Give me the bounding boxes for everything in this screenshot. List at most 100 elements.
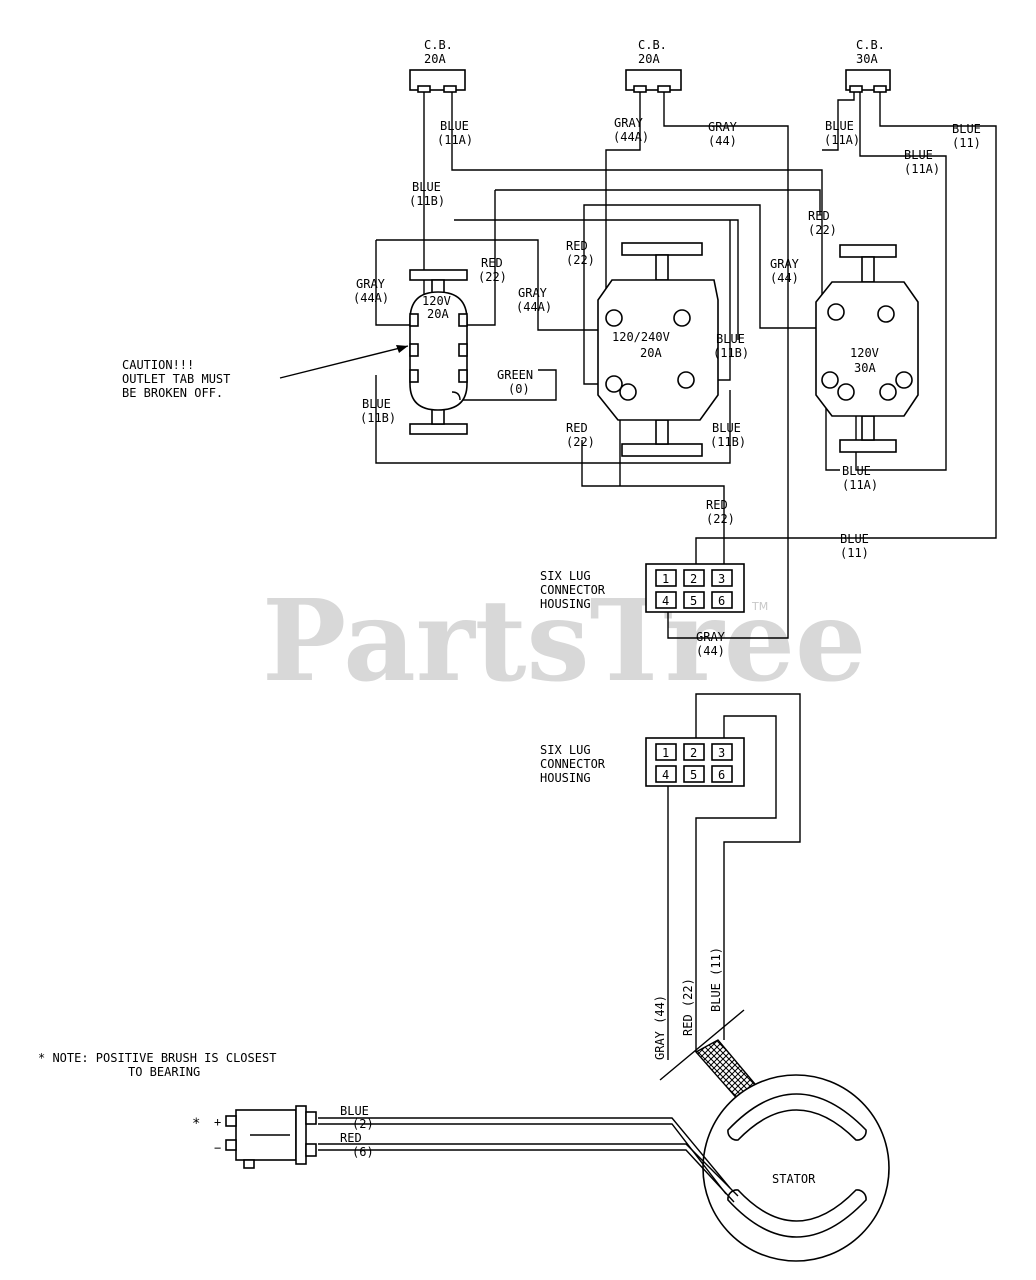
label-green-0: GREEN	[497, 368, 533, 382]
outlet-120-240v-20a: 120/240V 20A	[597, 242, 719, 457]
label-blue-11a-right-code: (11A)	[824, 133, 860, 147]
caution-line-2: OUTLET TAB MUST	[122, 372, 230, 386]
six-lug-connector-upper: SIX LUG CONNECTOR HOUSING 1 2 3 4 5 6	[540, 563, 745, 613]
connector-lower-line-2: CONNECTOR	[540, 757, 606, 771]
label-gray-44a-center: GRAY	[518, 286, 548, 300]
label-blue-11-right: BLUE	[952, 122, 981, 136]
label-blue-11-connector: BLUE	[840, 532, 869, 546]
label-blue-11-connector-code: (11)	[840, 546, 869, 560]
connector-upper-line-2: CONNECTOR	[540, 583, 606, 597]
caution-line-3: BE BROKEN OFF.	[122, 386, 223, 400]
brush-plus-sign: +	[214, 1115, 221, 1129]
lug-upper-3: 3	[718, 572, 725, 586]
breaker-right-label-2: 30A	[856, 52, 878, 66]
label-blue-11a-left-code: (11A)	[437, 133, 473, 147]
blue-2-lead	[318, 1117, 731, 1189]
label-blue-11a-mid: BLUE	[904, 148, 933, 162]
lug-lower-6: 6	[718, 768, 725, 782]
label-blue-11b-lower: BLUE	[712, 421, 741, 435]
label-blue-11b-top: BLUE	[412, 180, 441, 194]
connector-upper-line-3: HOUSING	[540, 597, 591, 611]
note-line-2: TO BEARING	[128, 1065, 200, 1079]
label-blue-11-vertical: BLUE (11)	[709, 947, 723, 1012]
outlet-120v-20a: 120V 20A	[409, 269, 468, 435]
brush-positive-star: *	[192, 1116, 200, 1132]
outlet-120v-30a-label-2: 30A	[854, 361, 876, 375]
label-blue-11b-right-code: (11B)	[713, 346, 749, 360]
lug-lower-1: 1	[662, 746, 669, 760]
label-blue-11a-bottom-code: (11A)	[842, 478, 878, 492]
breaker-middle-label-1: C.B.	[638, 38, 667, 52]
stator-label: STATOR	[772, 1172, 816, 1186]
label-red-22-vertical: RED (22)	[681, 978, 695, 1036]
label-red-22-center-code: (22)	[566, 253, 595, 267]
outlet-120v-20a-label-2: 20A	[427, 307, 449, 321]
note-line-1: * NOTE: POSITIVE BRUSH IS CLOSEST	[38, 1051, 276, 1065]
label-blue-2: BLUE	[340, 1104, 369, 1118]
breaker-middle-label-2: 20A	[638, 52, 660, 66]
outlet-120v-30a: 120V 30A	[815, 244, 919, 453]
outlet-120v-20a-label-1: 120V	[422, 294, 451, 308]
label-gray-44-top: GRAY	[708, 120, 738, 134]
lug-upper-2: 2	[690, 572, 697, 586]
label-gray-44a-center-code: (44A)	[516, 300, 552, 314]
circuit-breaker-20a-left: C.B. 20A	[409, 38, 466, 93]
label-red-6-code: (6)	[352, 1145, 374, 1159]
label-red-22-right: RED	[808, 209, 830, 223]
label-blue-11a-mid-code: (11A)	[904, 162, 940, 176]
connector-upper-line-1: SIX LUG	[540, 569, 591, 583]
label-blue-11b-lower-code: (11B)	[710, 435, 746, 449]
blue-2-lead-return	[318, 1123, 727, 1195]
label-red-6: RED	[340, 1131, 362, 1145]
label-blue-11a-bottom: BLUE	[842, 464, 871, 478]
upper-wire-labels: BLUE (11A) BLUE (11B) GRAY (44A) GRAY (4…	[353, 116, 981, 658]
lug-upper-6: 6	[718, 594, 725, 608]
circuit-breaker-20a-middle: C.B. 20A	[625, 38, 682, 93]
red-6-lead	[318, 1143, 739, 1197]
label-blue-11a-left: BLUE	[440, 119, 469, 133]
caution-line-1: CAUTION!!!	[122, 358, 194, 372]
lug-lower-3: 3	[718, 746, 725, 760]
label-red-22-center: RED	[566, 239, 588, 253]
lead-cut-line	[659, 1009, 745, 1081]
label-red-22-right-code: (22)	[808, 223, 837, 237]
watermark: PartsTree	[262, 576, 866, 707]
red-6-lead-return	[318, 1149, 735, 1203]
label-blue-2-code: (2)	[352, 1117, 374, 1131]
lug-lower-5: 5	[690, 768, 697, 782]
label-red-22-connector: RED	[706, 498, 728, 512]
brush-minus-sign: −	[214, 1141, 221, 1155]
breaker-left-label-2: 20A	[424, 52, 446, 66]
label-gray-44-connector-code: (44)	[696, 644, 725, 658]
label-blue-11-right-code: (11)	[952, 136, 981, 150]
label-blue-11b-right: BLUE	[716, 332, 745, 346]
label-gray-44-connector: GRAY	[696, 630, 726, 644]
label-red-22-lower: RED	[566, 421, 588, 435]
six-lug-connector-lower: SIX LUG CONNECTOR HOUSING 1 2 3 4 5 6	[540, 693, 801, 1060]
label-blue-11b-top-code: (11B)	[409, 194, 445, 208]
label-red-22-connector-code: (22)	[706, 512, 735, 526]
watermark-trademark: TM	[751, 600, 768, 613]
label-gray-44a-left-code: (44A)	[353, 291, 389, 305]
circuit-breaker-30a-right: C.B. 30A	[845, 38, 891, 93]
label-blue-11b-left: BLUE	[362, 397, 391, 411]
label-blue-11b-left-code: (11B)	[360, 411, 396, 425]
lug-upper-4: 4	[662, 594, 669, 608]
label-gray-44a-top-code: (44A)	[613, 130, 649, 144]
label-gray-44-vertical: GRAY (44)	[653, 995, 667, 1060]
lug-lower-2: 2	[690, 746, 697, 760]
label-gray-44a-top: GRAY	[614, 116, 644, 130]
breaker-right-label-1: C.B.	[856, 38, 885, 52]
outlet-120v-30a-label-1: 120V	[850, 346, 879, 360]
label-green-0-code: (0)	[508, 382, 530, 396]
label-red-22-lower-code: (22)	[566, 435, 595, 449]
connector-lower-line-1: SIX LUG	[540, 743, 591, 757]
brush-assembly: * + −	[192, 1105, 317, 1169]
label-gray-44-top-code: (44)	[708, 134, 737, 148]
label-red-22-left: RED	[481, 256, 503, 270]
stator: STATOR	[702, 1074, 890, 1262]
connector-lower-line-3: HOUSING	[540, 771, 591, 785]
lug-upper-5: 5	[690, 594, 697, 608]
label-gray-44-right-code: (44)	[770, 271, 799, 285]
lug-lower-4: 4	[662, 768, 669, 782]
